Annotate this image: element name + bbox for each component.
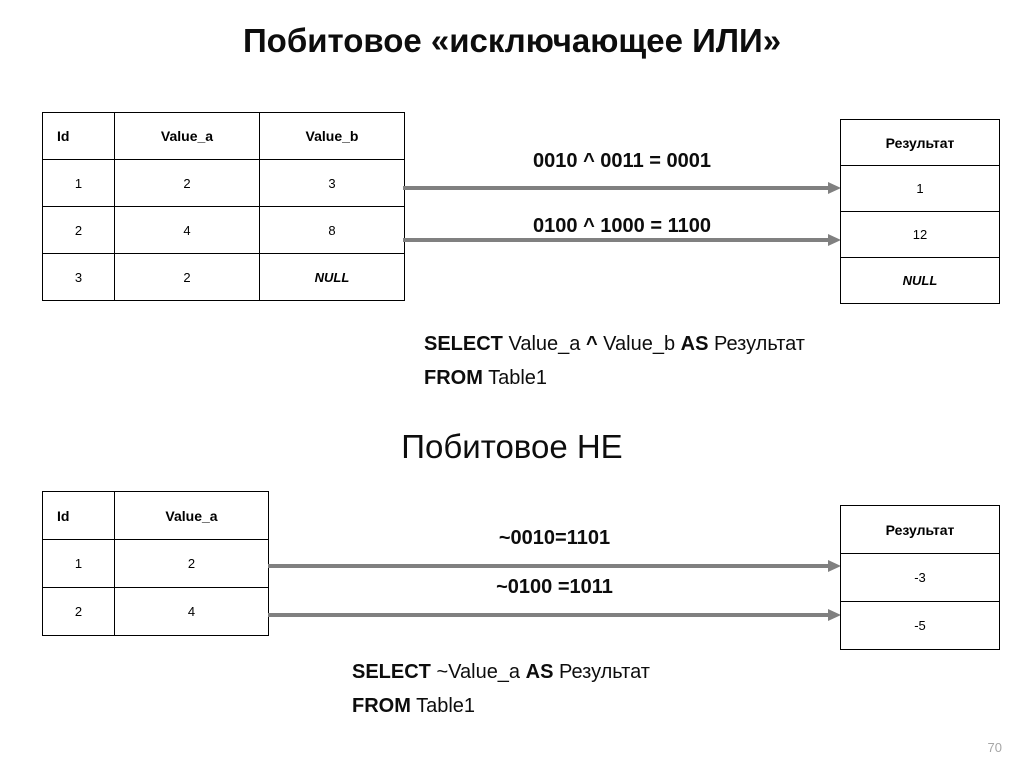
xor-expression-row2: 0100 ^ 1000 = 1100 [533, 215, 711, 237]
arrow-shaft [403, 186, 829, 190]
sql-operator-xor: ^ [585, 333, 598, 355]
cell-result: -5 [840, 601, 1000, 650]
page-number: 70 [987, 740, 1002, 755]
sql-keyword-select: SELECT [352, 661, 431, 683]
arrow-right-icon [268, 609, 841, 621]
table-header-row: Id Value_a [42, 491, 269, 540]
cell-value-a: 4 [114, 206, 260, 254]
sql-text: Результат [708, 333, 805, 355]
column-header-result: Результат [840, 505, 1000, 554]
sql-text: Table1 [410, 695, 476, 717]
cell-result: -3 [840, 553, 1000, 602]
page-title-bitwise-xor: Побитовое «исключающее ИЛИ» [242, 22, 782, 59]
column-header-value-b: Value_b [259, 112, 405, 160]
column-header-value-a: Value_a [114, 491, 269, 540]
xor-expression-row1: 0010 ^ 0011 = 0001 [533, 150, 711, 172]
column-header-result: Результат [840, 119, 1000, 166]
cell-result-null: NULL [840, 257, 1000, 304]
xor-source-table: Id Value_a Value_b 1 2 3 2 4 8 3 2 NULL [42, 112, 405, 301]
table-row: 3 2 NULL [42, 253, 405, 301]
column-header-id: Id [42, 491, 115, 540]
not-result-table: Результат -3 -5 [840, 505, 1000, 650]
arrow-shaft [268, 564, 829, 568]
not-sql-snippet: SELECT ~Value_a AS Результат FROM Table1 [352, 655, 650, 723]
cell-id: 2 [42, 206, 115, 254]
arrow-right-icon [403, 182, 841, 194]
not-expression-row2: ~0100 =1011 [496, 576, 613, 598]
sql-keyword-from: FROM [424, 367, 483, 389]
cell-value-b: 8 [259, 206, 405, 254]
cell-id: 1 [42, 539, 115, 588]
sql-text: ~Value_a [430, 661, 526, 683]
sql-text: Value_b [597, 333, 681, 355]
sql-line-1: SELECT ~Value_a AS Результат [352, 655, 650, 689]
arrow-head [828, 609, 841, 621]
cell-id: 3 [42, 253, 115, 301]
table-row: 1 2 [42, 539, 269, 588]
table-row: 2 4 [42, 587, 269, 636]
page-title-bitwise-not: Побитовое НЕ [401, 428, 623, 465]
table-row: 12 [840, 211, 1000, 258]
table-header-row: Результат [840, 119, 1000, 166]
arrow-head [828, 560, 841, 572]
xor-sql-snippet: SELECT Value_a ^ Value_b AS Результат FR… [424, 327, 805, 395]
cell-result: 1 [840, 165, 1000, 212]
table-header-row: Результат [840, 505, 1000, 554]
arrow-head [828, 234, 841, 246]
table-header-row: Id Value_a Value_b [42, 112, 405, 160]
cell-value-b-null: NULL [259, 253, 405, 301]
cell-value-a: 4 [114, 587, 269, 636]
sql-keyword-select: SELECT [424, 333, 503, 355]
cell-value-a: 2 [114, 159, 260, 207]
sql-line-1: SELECT Value_a ^ Value_b AS Результат [424, 327, 805, 361]
cell-id: 1 [42, 159, 115, 207]
cell-value-a: 2 [114, 253, 260, 301]
table-row: -3 [840, 553, 1000, 602]
arrow-right-icon [268, 560, 841, 572]
sql-text: Результат [553, 661, 650, 683]
sql-line-2: FROM Table1 [424, 361, 805, 395]
arrow-head [828, 182, 841, 194]
arrow-shaft [268, 613, 829, 617]
cell-result: 12 [840, 211, 1000, 258]
sql-keyword-as: AS [680, 333, 709, 355]
sql-keyword-as: AS [525, 661, 554, 683]
sql-line-2: FROM Table1 [352, 689, 650, 723]
cell-value-a: 2 [114, 539, 269, 588]
column-header-value-a: Value_a [114, 112, 260, 160]
not-expression-row1: ~0010=1101 [498, 527, 611, 549]
column-header-id: Id [42, 112, 115, 160]
table-row: 2 4 8 [42, 206, 405, 254]
table-row: 1 [840, 165, 1000, 212]
sql-keyword-from: FROM [352, 695, 411, 717]
not-source-table: Id Value_a 1 2 2 4 [42, 491, 269, 636]
sql-text: Table1 [482, 367, 548, 389]
arrow-shaft [403, 238, 829, 242]
xor-result-table: Результат 1 12 NULL [840, 119, 1000, 304]
table-row: 1 2 3 [42, 159, 405, 207]
sql-text: Value_a [502, 333, 586, 355]
table-row: -5 [840, 601, 1000, 650]
cell-id: 2 [42, 587, 115, 636]
table-row: NULL [840, 257, 1000, 304]
arrow-right-icon [403, 234, 841, 246]
cell-value-b: 3 [259, 159, 405, 207]
